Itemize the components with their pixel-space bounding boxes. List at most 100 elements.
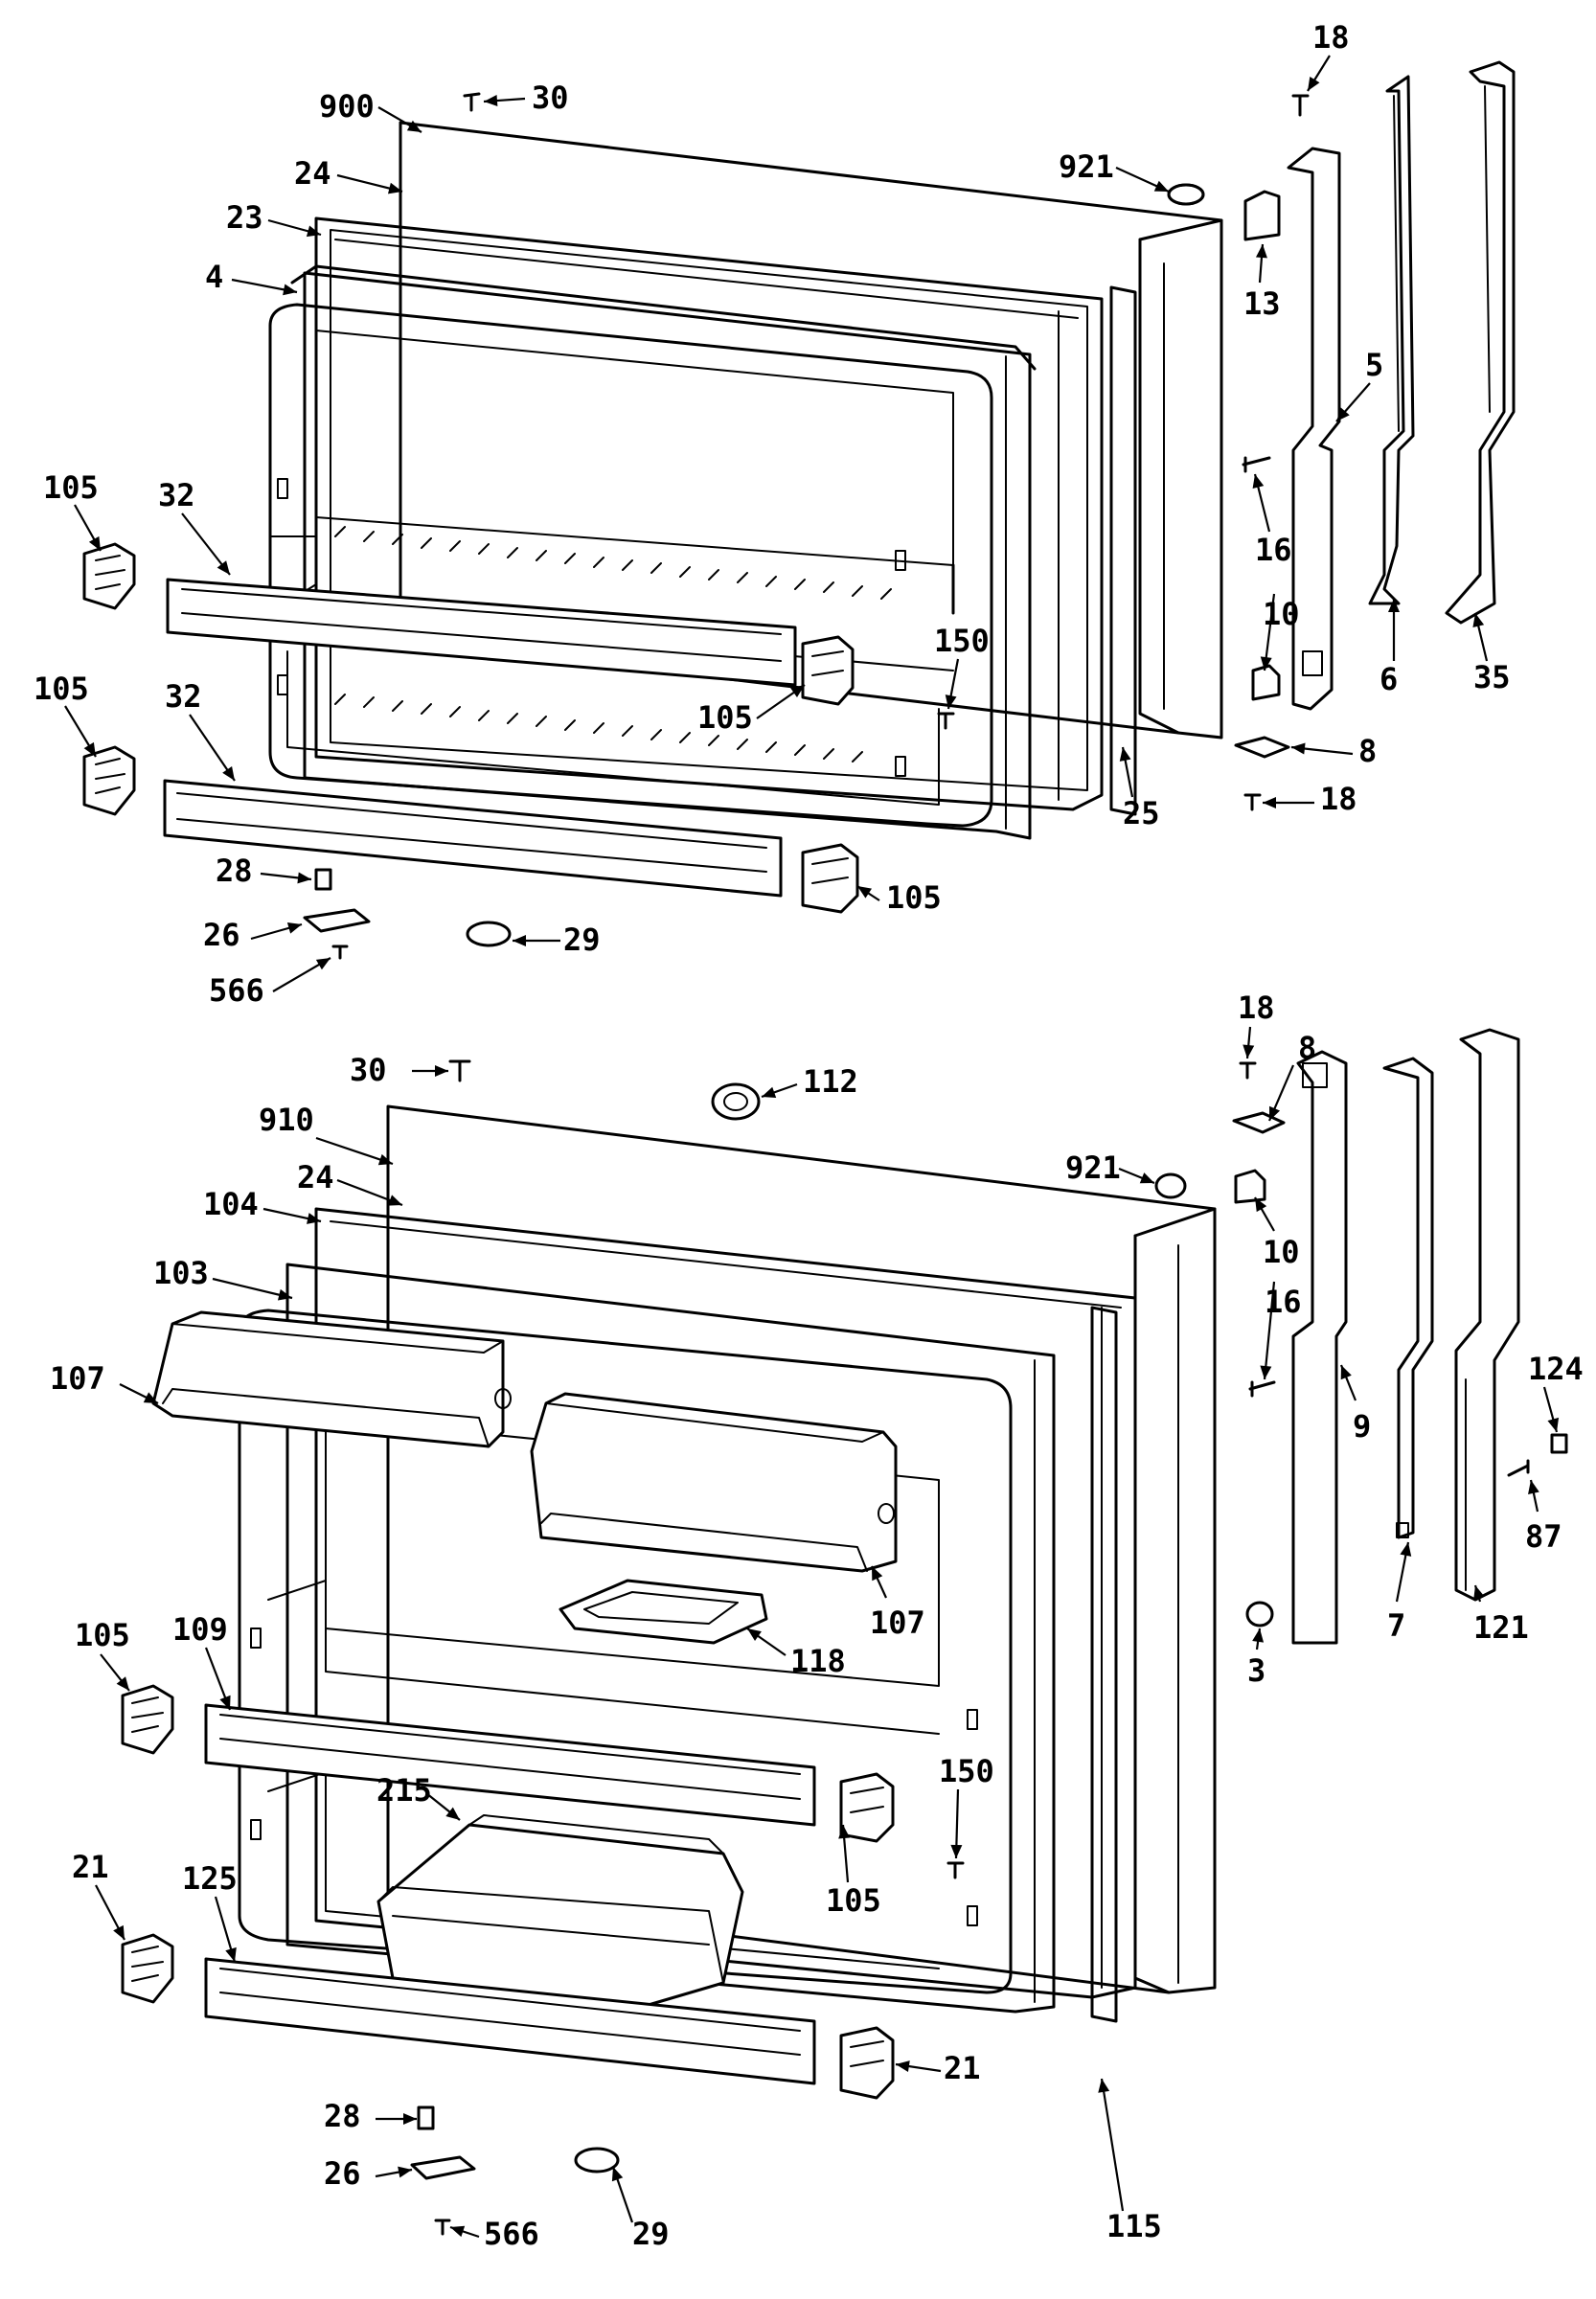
leader-arrowhead: [790, 685, 805, 697]
shelf-end-cap-105-mid-left: [82, 745, 136, 816]
leader-arrowhead: [747, 1628, 762, 1641]
leader-arrowhead: [219, 1695, 231, 1710]
leader-arrowhead: [838, 1825, 851, 1839]
plug-921-upper: [1167, 183, 1205, 206]
callout-26-lower: 26: [324, 2155, 361, 2192]
leader-arrowhead: [513, 935, 526, 946]
leader-line: [1263, 1281, 1276, 1380]
leader-arrowhead: [1255, 1197, 1267, 1213]
leader-arrowhead: [872, 1566, 883, 1582]
leader-arrowhead: [1340, 1365, 1352, 1380]
leader-arrowhead: [1336, 407, 1350, 421]
callout-104: 104: [203, 1186, 259, 1222]
leader-arrowhead: [1153, 180, 1169, 192]
leader-arrowhead: [1252, 1628, 1265, 1643]
callout-18-upper: 18: [1312, 19, 1350, 56]
leader-arrowhead: [113, 1924, 125, 1940]
shelf-bar-109: [204, 1703, 816, 1827]
leader-arrowhead: [283, 284, 297, 296]
leader-arrowhead: [950, 1844, 963, 1858]
fresh-food-door-handle-121: [1454, 1028, 1520, 1602]
callout-16-upper: 16: [1255, 532, 1292, 568]
callout-150-lower: 150: [939, 1753, 994, 1789]
freezer-door-gasket-23: [314, 216, 1104, 811]
callout-107-right: 107: [870, 1605, 925, 1641]
callout-103: 103: [153, 1255, 209, 1291]
leader-arrowhead: [1269, 1105, 1281, 1121]
shelf-bar-125: [204, 1957, 816, 2085]
callout-13: 13: [1243, 285, 1281, 322]
freezer-door-handle-35: [1445, 60, 1516, 625]
fresh-food-hinge-strap-9: [1291, 1050, 1348, 1645]
dairy-door-bin-107-left: [151, 1310, 512, 1448]
callout-labels: 900 30 24 23 4 921 18 13 5 16 10 6 35 8 …: [34, 19, 1584, 2252]
bumper-29-lower: [574, 2147, 620, 2174]
clip-124: [1550, 1433, 1568, 1454]
leader-arrowhead: [387, 182, 402, 194]
callout-105-f: 105: [826, 1882, 881, 1919]
leader-arrowhead: [143, 1392, 158, 1403]
freezer-shelf-bar-32-lower: [163, 779, 783, 898]
leader-arrowhead: [611, 2167, 624, 2182]
callout-87: 87: [1525, 1518, 1562, 1555]
shelf-end-cap-105-upper-right: [801, 635, 855, 706]
screw-30-lower: [448, 1059, 471, 1082]
callout-105-b: 105: [34, 671, 89, 707]
leader-arrowhead: [1260, 1365, 1272, 1379]
hinge-plate-8-lower: [1232, 1111, 1286, 1134]
callout-125: 125: [182, 1860, 238, 1897]
leader-arrowhead: [116, 1676, 129, 1691]
freezer-door-gasket-strip-25: [1109, 285, 1137, 816]
callout-24-lower: 24: [297, 1159, 334, 1195]
callout-10-lower: 10: [1263, 1234, 1300, 1270]
callout-566-lower: 566: [484, 2216, 539, 2252]
leader-arrowhead: [377, 1153, 393, 1166]
screw-150-upper: [937, 712, 955, 730]
callout-29-lower: 29: [632, 2216, 670, 2252]
freezer-hinge-strap-5: [1287, 147, 1341, 711]
screw-150-lower: [946, 1861, 965, 1879]
callout-32-lower: 32: [165, 678, 202, 715]
leader-arrowhead: [1473, 1585, 1485, 1601]
callout-910: 910: [259, 1102, 314, 1138]
callout-105-c: 105: [697, 699, 753, 736]
leader-arrowhead: [222, 766, 235, 781]
screw-16-upper: [1242, 456, 1271, 473]
callout-105-d: 105: [886, 879, 942, 916]
callout-921-upper: 921: [1059, 148, 1114, 185]
leader-line: [315, 1136, 394, 1166]
leader-arrowhead: [1528, 1480, 1539, 1494]
hinge-plate-26-lower: [410, 2155, 476, 2180]
bracket-13: [1243, 190, 1281, 241]
callout-28-lower: 28: [324, 2098, 361, 2134]
leader-arrowhead: [297, 872, 311, 884]
callout-900: 900: [319, 88, 375, 125]
callout-107-left: 107: [50, 1360, 105, 1397]
leader-arrowhead: [225, 1946, 237, 1962]
leader-arrowhead: [435, 1065, 448, 1077]
freezer-door-handle-6: [1368, 75, 1415, 605]
leader-arrowhead: [1260, 656, 1272, 671]
shelf-end-cap-21-left: [121, 1933, 174, 2004]
callout-150-upper: 150: [934, 623, 990, 659]
leader-arrowhead: [445, 1807, 460, 1820]
callout-921-lower: 921: [1065, 1150, 1121, 1186]
screw-18-lower: [1239, 1061, 1257, 1080]
leader-arrowhead: [1119, 747, 1131, 762]
freezer-door-shelf-liner: [268, 303, 993, 828]
callout-5: 5: [1365, 347, 1383, 383]
bracket-10-upper: [1251, 664, 1281, 701]
hinge-plate-26-upper: [303, 908, 371, 933]
pin-28-upper: [314, 868, 332, 891]
leader-arrowhead: [217, 560, 230, 575]
callout-215: 215: [376, 1772, 432, 1809]
leader-arrowhead: [1139, 1172, 1154, 1184]
leader-arrowhead: [945, 694, 957, 709]
freezer-door-inner-liner-4: [290, 264, 1037, 840]
screw-18-mid: [1243, 793, 1262, 811]
callout-18-mid: 18: [1320, 781, 1357, 817]
callout-24-upper: 24: [294, 155, 331, 192]
leader-arrowhead: [315, 958, 331, 970]
hinge-plate-8-upper: [1234, 736, 1290, 759]
fresh-food-door-gasket-104: [314, 1207, 1137, 1999]
